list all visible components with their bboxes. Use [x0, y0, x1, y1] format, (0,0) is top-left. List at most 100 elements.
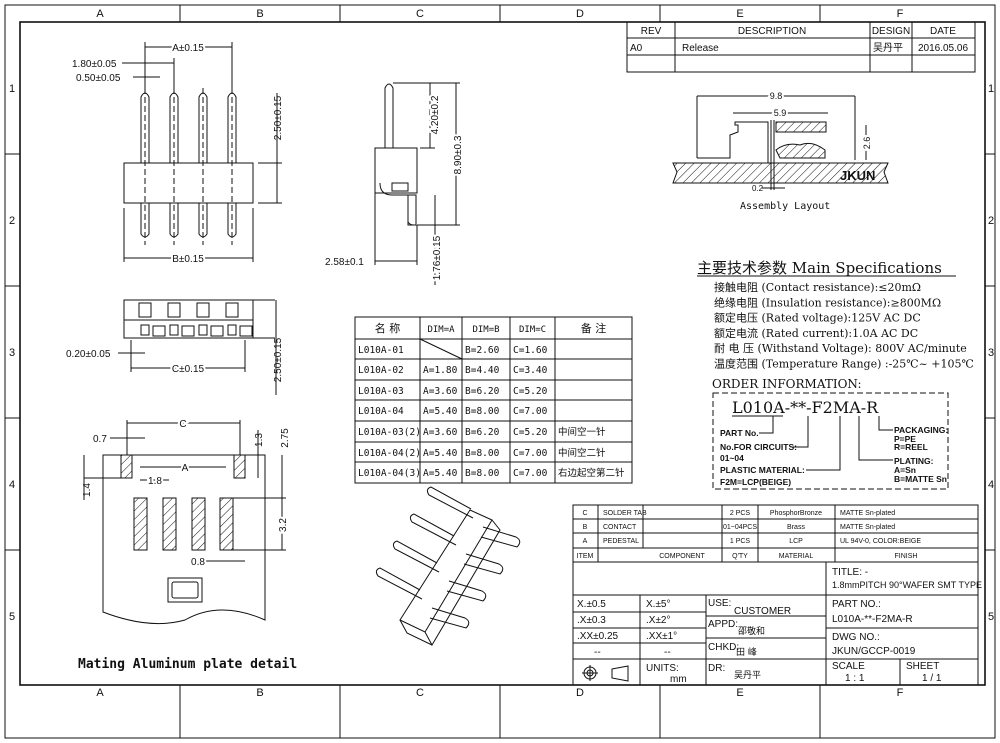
sheet-value: 1 / 1 [922, 673, 942, 684]
dim-0-2: 0.2 [752, 184, 764, 193]
bom-finish: MATTE Sn-plated [840, 510, 895, 517]
packaging-label: PACKAGING: [894, 425, 948, 435]
grid-row-label: 4 [988, 479, 994, 491]
plate-detail-title: Mating Aluminum plate detail [78, 657, 297, 672]
contact-slot [167, 302, 181, 318]
bom-item: B [583, 524, 588, 531]
grid-row-label: 5 [988, 611, 994, 623]
plate-dim-c: C [179, 419, 186, 430]
title-label: TITLE: - [832, 567, 868, 578]
units-label: UNITS: [646, 663, 679, 674]
bom-finish: UL 94V-0, COLOR:BEIGE [840, 538, 921, 545]
plastic-label: PLASTIC MATERIAL: [720, 465, 805, 475]
dim-table-cell: C=7.00 [513, 406, 548, 417]
grid-row-label: 3 [988, 347, 994, 359]
circuits-value: 01~04 [720, 453, 744, 463]
dim-table-cell: B=2.60 [465, 345, 500, 356]
assembly-title: Assembly Layout [740, 201, 830, 212]
use-label: USE: [708, 598, 731, 609]
plate-detail: C 0.7 A 1.8 1.3 2.75 1.4 3.2 0.8 Mating … [78, 417, 297, 672]
iso-pin [392, 540, 440, 573]
order-code: L010A-**-F2MA-R [732, 398, 879, 417]
grid-row-label: 2 [988, 215, 994, 227]
plate-dim-a: A [182, 463, 189, 474]
date-value: 2016.05.06 [918, 43, 968, 54]
dim-depth-label: 2.58±0.1 [325, 257, 364, 268]
dim-table-header: 备 注 [581, 321, 607, 335]
grid-col-label: C [416, 687, 424, 699]
iso-pin [426, 486, 474, 519]
drawing-frame [4, 4, 996, 739]
specs-title: 主要技术参数 Main Specifications [697, 259, 942, 277]
iso-pin-tail [446, 580, 487, 602]
dim-height-label-bottom: 2.50±0.15 [273, 337, 284, 382]
bom-header: FINISH [895, 553, 918, 560]
dim-table-cell: A=1.80 [423, 365, 458, 376]
dim-pitch-label: 1.80±0.05 [72, 59, 117, 70]
code-material: F2M [812, 398, 850, 417]
iso-pin [409, 513, 457, 546]
sheet-label: SHEET [906, 661, 939, 672]
tolerance-angular: X.±5° [646, 599, 671, 610]
dim-table-header: DIM=C [519, 325, 546, 335]
dim-table-cell: A=3.60 [423, 386, 458, 397]
dim-table-cell: B=4.40 [465, 365, 500, 376]
grid-col-label: B [256, 8, 263, 20]
dim-table-cell: 中间空二针 [558, 447, 606, 459]
dim-table-cell: C=7.00 [513, 448, 548, 459]
grid-row-label: 1 [988, 83, 994, 95]
dim-height-label: 2.50±0.15 [273, 95, 284, 140]
tolerance-angular: -- [664, 647, 671, 658]
circuits-label: No.FOR CIRCUITS: [720, 442, 797, 452]
dim-table-header: 名 称 [375, 321, 401, 335]
dim-table-cell: C=5.20 [513, 427, 548, 438]
dim-table-cell: A=5.40 [423, 468, 458, 479]
bom-material: Brass [787, 524, 805, 531]
dr-label: DR: [708, 663, 725, 674]
dim-table-cell: L010A-01 [358, 345, 404, 356]
tolerance-linear: X.±0.5 [577, 599, 606, 610]
dim-table-cell: A=3.60 [423, 427, 458, 438]
dim-table-cell: B=8.00 [465, 468, 500, 479]
code-sep: - [806, 398, 811, 417]
dim-top-label: 4.20±0.2 [430, 95, 441, 134]
contact-slot [196, 302, 210, 318]
appd-value: 邵敬和 [738, 625, 765, 637]
dim-table-cell: B=8.00 [465, 448, 500, 459]
bom-header: Q'TY [732, 553, 748, 560]
title-value: 1.8mmPITCH 90°WAFER SMT TYPE [832, 580, 982, 590]
grid-row-label: 4 [9, 479, 15, 491]
grid-row-label: 1 [9, 83, 15, 95]
assembly-layout: JKUN 9.8 5.9 2.6 0.2 Assembly Layout [672, 89, 889, 212]
grid-col-label: D [576, 8, 584, 20]
part-no-label: PART No. [720, 428, 759, 438]
bom-qty: 2 PCS [730, 510, 751, 517]
plate-dim-3-2: 3.2 [278, 518, 289, 532]
scale-value: 1 : 1 [845, 673, 865, 684]
dim-c-label: C±0.15 [172, 364, 205, 375]
dim-table-cell: L010A-04(2) [358, 448, 421, 459]
code-plating: A [848, 398, 861, 417]
iso-pin-tail [429, 607, 470, 629]
bom-header: MATERIAL [779, 553, 814, 560]
dim-bottom-label: 1.76±0.15 [432, 235, 443, 280]
scale-label: SCALE [832, 661, 865, 672]
dim-table-cell: B=6.20 [465, 427, 500, 438]
dim-total-label: 8.90±0.3 [453, 135, 464, 174]
grid-col-label: E [736, 8, 743, 20]
dr-value: 吴丹平 [734, 670, 761, 681]
revision-table: REV DESCRIPTION DESIGN DATE A0 Release 吴… [626, 21, 976, 73]
bom-item: A [583, 538, 588, 545]
order-info-title: ORDER INFORMATION: [712, 377, 862, 391]
spec-item: 温度范围 (Temperature Range) :-25℃~ +105℃ [714, 357, 974, 371]
plating-sn: A=Sn [894, 465, 916, 475]
